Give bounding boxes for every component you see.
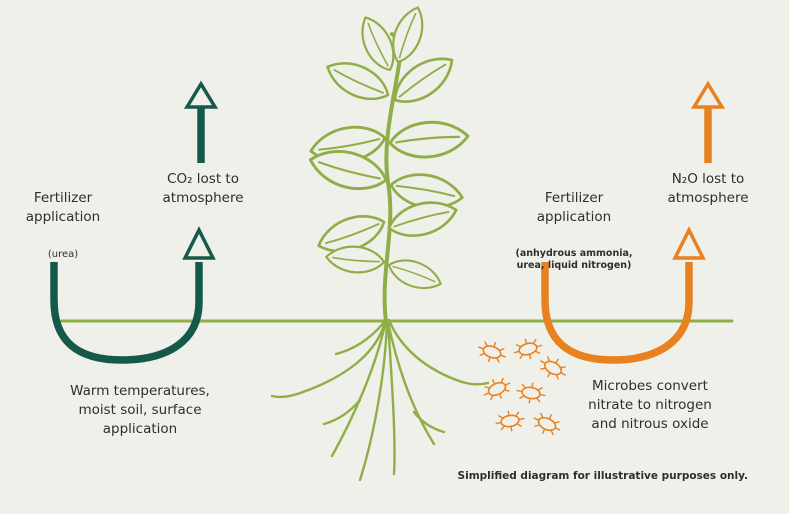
co2-up-arrow bbox=[183, 80, 219, 163]
left-fertilizer-note: (urea) bbox=[47, 248, 79, 260]
plant-illustration bbox=[270, 2, 490, 482]
footnote: Simplified diagram for illustrative purp… bbox=[457, 470, 748, 482]
right-mechanism-label: Microbes convert nitrate to nitrogen and… bbox=[588, 378, 712, 432]
n2o-loss-label: N₂O lost to atmosphere bbox=[667, 171, 749, 206]
n2o-up-arrow bbox=[690, 80, 726, 163]
left-fertilizer-label: Fertilizer application (urea) bbox=[8, 170, 118, 279]
left-mechanism-label: Warm temperatures, moist soil, surface a… bbox=[70, 383, 210, 437]
right-fertilizer-label: Fertilizer application (anhydrous ammoni… bbox=[506, 170, 642, 291]
plant-roots bbox=[270, 316, 490, 482]
microbes-icon bbox=[474, 334, 571, 440]
co2-loss-label: CO₂ lost to atmosphere bbox=[162, 171, 244, 206]
left-fertilizer-title: Fertilizer application bbox=[25, 189, 101, 225]
right-soil-u-arrow bbox=[541, 226, 706, 364]
left-soil-u-arrow bbox=[50, 226, 216, 364]
right-fertilizer-title: Fertilizer application bbox=[536, 189, 612, 225]
right-fertilizer-note: (anhydrous ammonia, urea, liquid nitroge… bbox=[515, 247, 633, 271]
